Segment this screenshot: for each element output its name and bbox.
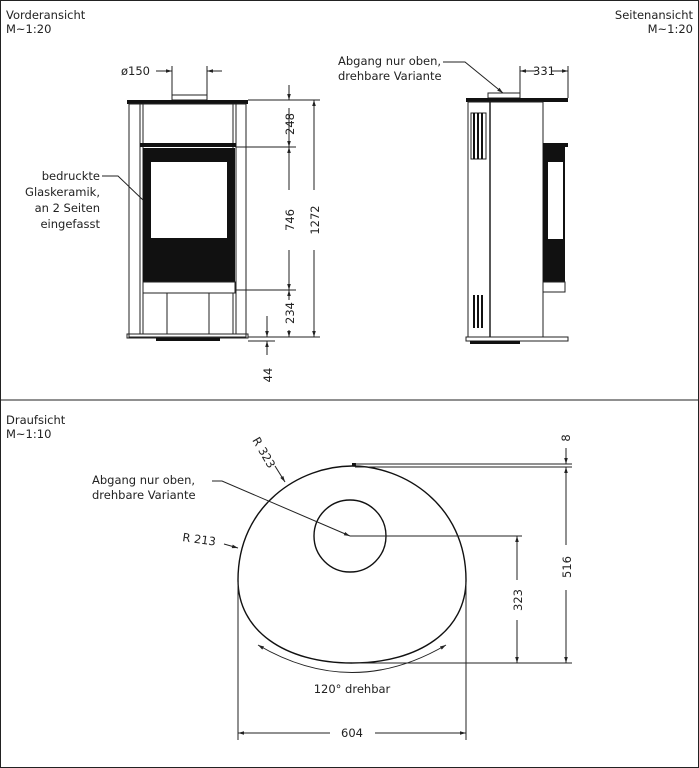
dim-248: 248 xyxy=(283,113,297,135)
glass-note-4: eingefasst xyxy=(40,217,100,231)
side-view-title: Seitenansicht xyxy=(615,8,694,22)
top-view-title: Draufsicht xyxy=(6,413,66,427)
rotation-label: 120° drehbar xyxy=(314,682,391,696)
dim-8: 8 xyxy=(559,434,573,441)
front-view-title: Vorderansicht xyxy=(6,8,86,22)
glass-note-2: Glaskeramik, xyxy=(25,185,100,199)
stove-outline-top xyxy=(237,465,467,664)
top-view-scale: M~1:10 xyxy=(6,427,51,441)
rotation-arc xyxy=(257,644,447,673)
front-view: Vorderansicht M~1:20 ø150 bedruckte Glas… xyxy=(6,8,322,382)
top-plate xyxy=(127,100,248,104)
dim-234: 234 xyxy=(283,302,297,324)
top-outlet-note-1: Abgang nur oben, xyxy=(92,473,195,487)
dim-1272: 1272 xyxy=(308,205,322,234)
side-outlet-note-2: drehbare Variante xyxy=(338,69,442,83)
radius-small: R 213 xyxy=(182,530,217,549)
flue-diameter-label: ø150 xyxy=(121,64,150,78)
side-outlet-note-1: Abgang nur oben, xyxy=(338,54,441,68)
top-view: Draufsicht M~1:10 Abgang nur oben, drehb… xyxy=(6,413,574,740)
radius-large: R 323 xyxy=(249,435,278,471)
stove-body xyxy=(128,103,247,338)
dim-323: 323 xyxy=(511,589,525,611)
side-view-scale: M~1:20 xyxy=(648,22,693,36)
dim-331: 331 xyxy=(533,64,555,78)
glass-note-3: an 2 Seiten xyxy=(35,201,100,215)
glass-note-1: bedruckte xyxy=(42,169,100,183)
side-view: Seitenansicht M~1:20 Abgang nur oben, dr… xyxy=(338,8,693,344)
glass-window xyxy=(151,162,227,238)
front-view-scale: M~1:20 xyxy=(6,22,51,36)
top-outlet-note-2: drehbare Variante xyxy=(92,488,196,502)
dim-604: 604 xyxy=(341,726,363,740)
dim-44: 44 xyxy=(261,368,275,383)
dim-746: 746 xyxy=(283,209,297,231)
dim-516: 516 xyxy=(560,556,574,578)
